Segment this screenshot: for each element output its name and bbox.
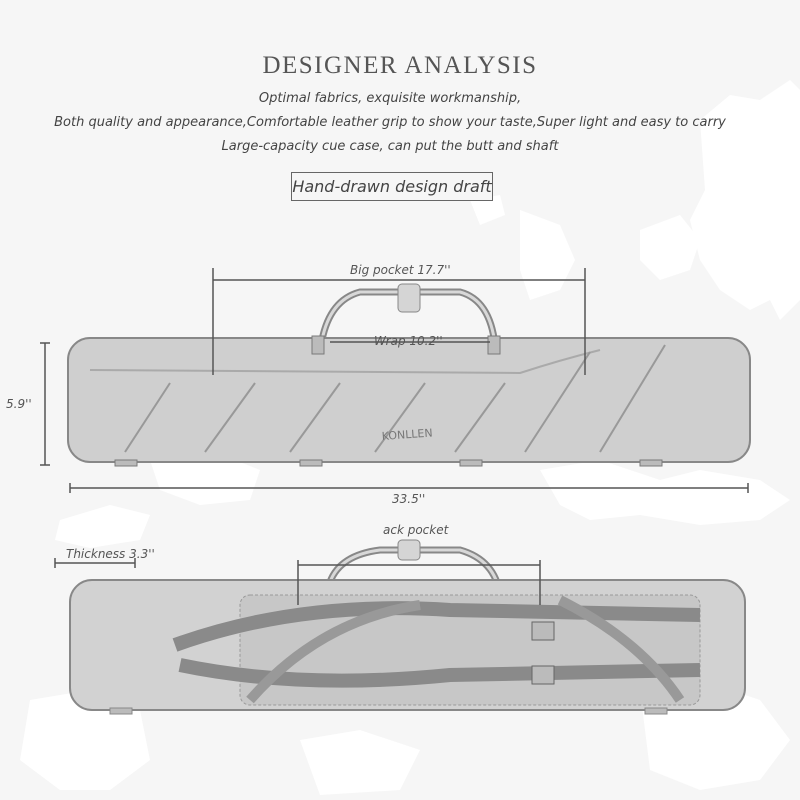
wrap-label: Wrap 10.2''	[374, 334, 443, 348]
back-view-case	[69, 539, 746, 715]
big-pocket-label: Big pocket 17.7''	[350, 263, 451, 277]
height-label: 5.9''	[6, 397, 32, 411]
brand-logo: KONLLEN	[381, 426, 433, 443]
description-line-2: Both quality and appearance,Comfortable …	[54, 115, 726, 130]
page-title: DESIGNER ANALYSIS	[262, 52, 538, 79]
back-pocket-label: ack pocket	[383, 523, 449, 537]
front-view-case	[67, 283, 751, 467]
description-line-3: Large-capacity cue case, can put the but…	[221, 139, 559, 154]
length-label: 33.5''	[392, 492, 426, 506]
hand-drawn-draft-label: Hand-drawn design draft	[291, 172, 493, 201]
description-line-1: Optimal fabrics, exquisite workmanship,	[258, 91, 522, 106]
thickness-label: Thickness 3.3''	[66, 547, 155, 561]
